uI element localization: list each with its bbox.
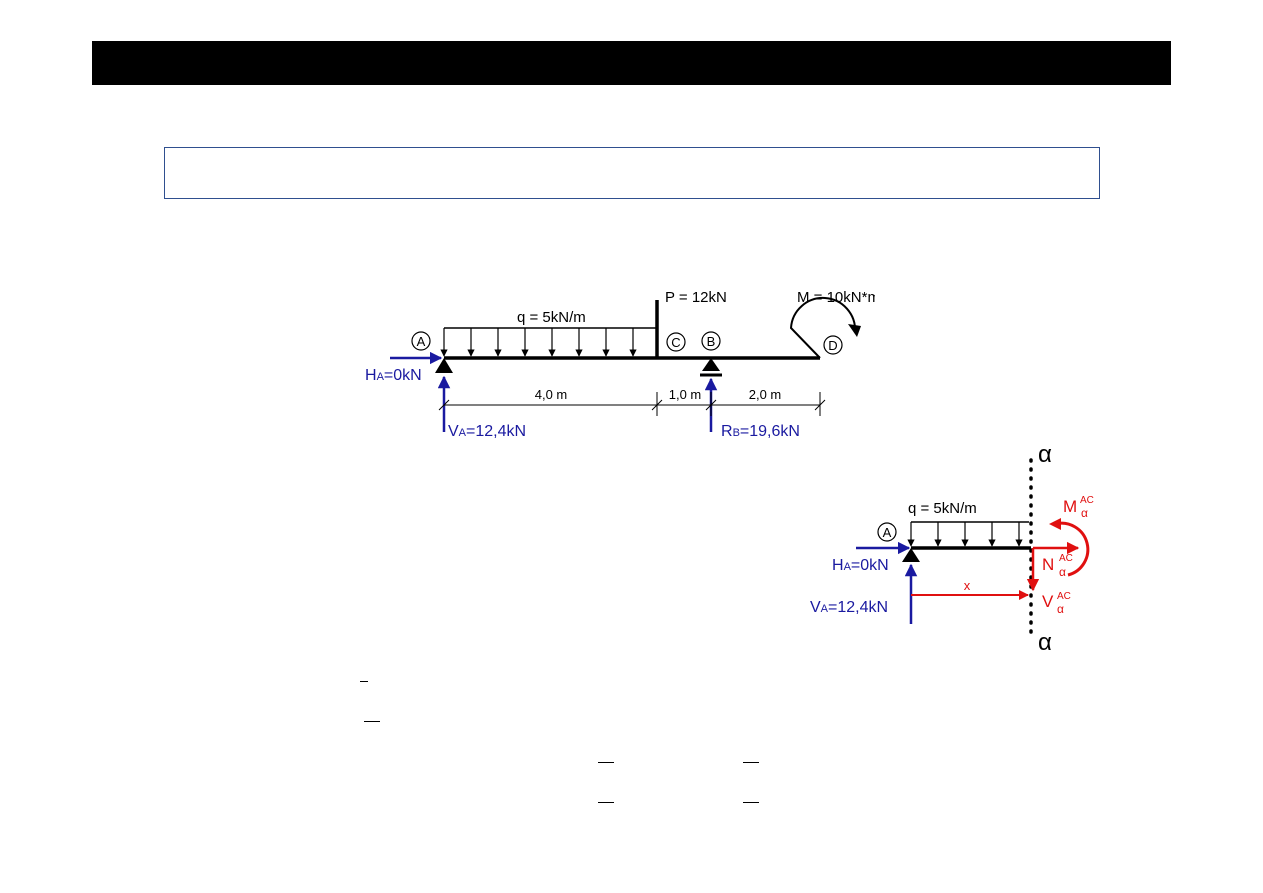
svg-text:B: B: [707, 334, 716, 349]
dim-2m: 2,0 m: [749, 387, 782, 402]
section-q-label: q = 5kN/m: [908, 500, 977, 517]
normal-force-n: N AC α: [1033, 541, 1080, 579]
x-label: x: [964, 578, 971, 593]
fraction-bar: [360, 681, 368, 682]
svg-text:M: M: [1063, 497, 1077, 516]
section-distributed-load: q = 5kN/m: [907, 500, 1029, 547]
section-node-a: A: [877, 522, 897, 542]
dim-1m: 1,0 m: [669, 387, 702, 402]
shear-force-v: V AC α: [1026, 548, 1071, 616]
x-dimension: x: [911, 578, 1029, 600]
reaction-ha: HA=0kN: [365, 351, 443, 384]
svg-text:A: A: [417, 334, 426, 349]
svg-text:A: A: [883, 525, 892, 540]
section-diagram: α α q = 5kN/m A HA=0kN VA=12,4kN x N AC …: [810, 441, 1094, 656]
node-d: D: [823, 335, 843, 355]
svg-text:V: V: [1042, 592, 1054, 611]
subtitle-box: [164, 147, 1100, 199]
node-c: C: [666, 332, 686, 352]
bending-moment-m: M AC α: [1049, 495, 1094, 577]
svg-text:AC: AC: [1057, 591, 1071, 602]
moment-m: M = 10kN*m: [789, 289, 875, 359]
point-load-p: P = 12kN: [655, 289, 727, 358]
distributed-load: q = 5kN/m: [440, 309, 657, 357]
svg-text:D: D: [828, 338, 837, 353]
fraction-bar: [743, 762, 759, 763]
node-b: B: [701, 331, 721, 351]
node-a: A: [411, 331, 431, 351]
svg-text:AC: AC: [1059, 553, 1073, 564]
dimension-line: 4,0 m 1,0 m 2,0 m: [438, 387, 826, 416]
svg-text:N: N: [1042, 555, 1054, 574]
alpha-top: α: [1038, 441, 1052, 468]
roller-support-b: [700, 358, 722, 377]
m-label: M = 10kN*m: [797, 289, 875, 306]
q-label: q = 5kN/m: [517, 309, 586, 326]
svg-text:HA=0kN: HA=0kN: [832, 557, 889, 574]
svg-text:α: α: [1059, 565, 1066, 579]
section-pin-support: [902, 548, 920, 562]
svg-text:VA=12,4kN: VA=12,4kN: [810, 599, 888, 616]
p-label: P = 12kN: [665, 289, 727, 306]
fraction-bar: [743, 802, 759, 803]
svg-text:α: α: [1057, 602, 1064, 616]
title-bar: [92, 41, 1171, 85]
pin-support-a: [435, 358, 453, 373]
svg-text:α: α: [1081, 506, 1088, 520]
reaction-va: VA=12,4kN: [437, 375, 526, 440]
beam-diagram: q = 5kN/m P = 12kN M = 10kN*m A C B D HA…: [365, 289, 875, 440]
dim-4m: 4,0 m: [535, 387, 568, 402]
section-reaction-ha: HA=0kN: [832, 541, 911, 574]
svg-text:VA=12,4kN: VA=12,4kN: [448, 423, 526, 440]
svg-text:RB=19,6kN: RB=19,6kN: [721, 423, 800, 440]
alpha-bottom: α: [1038, 629, 1052, 656]
svg-text:AC: AC: [1080, 495, 1094, 506]
fraction-bar: [598, 762, 614, 763]
fraction-bar: [598, 802, 614, 803]
svg-text:C: C: [671, 335, 680, 350]
fraction-bar: [364, 721, 380, 722]
svg-text:HA=0kN: HA=0kN: [365, 367, 422, 384]
